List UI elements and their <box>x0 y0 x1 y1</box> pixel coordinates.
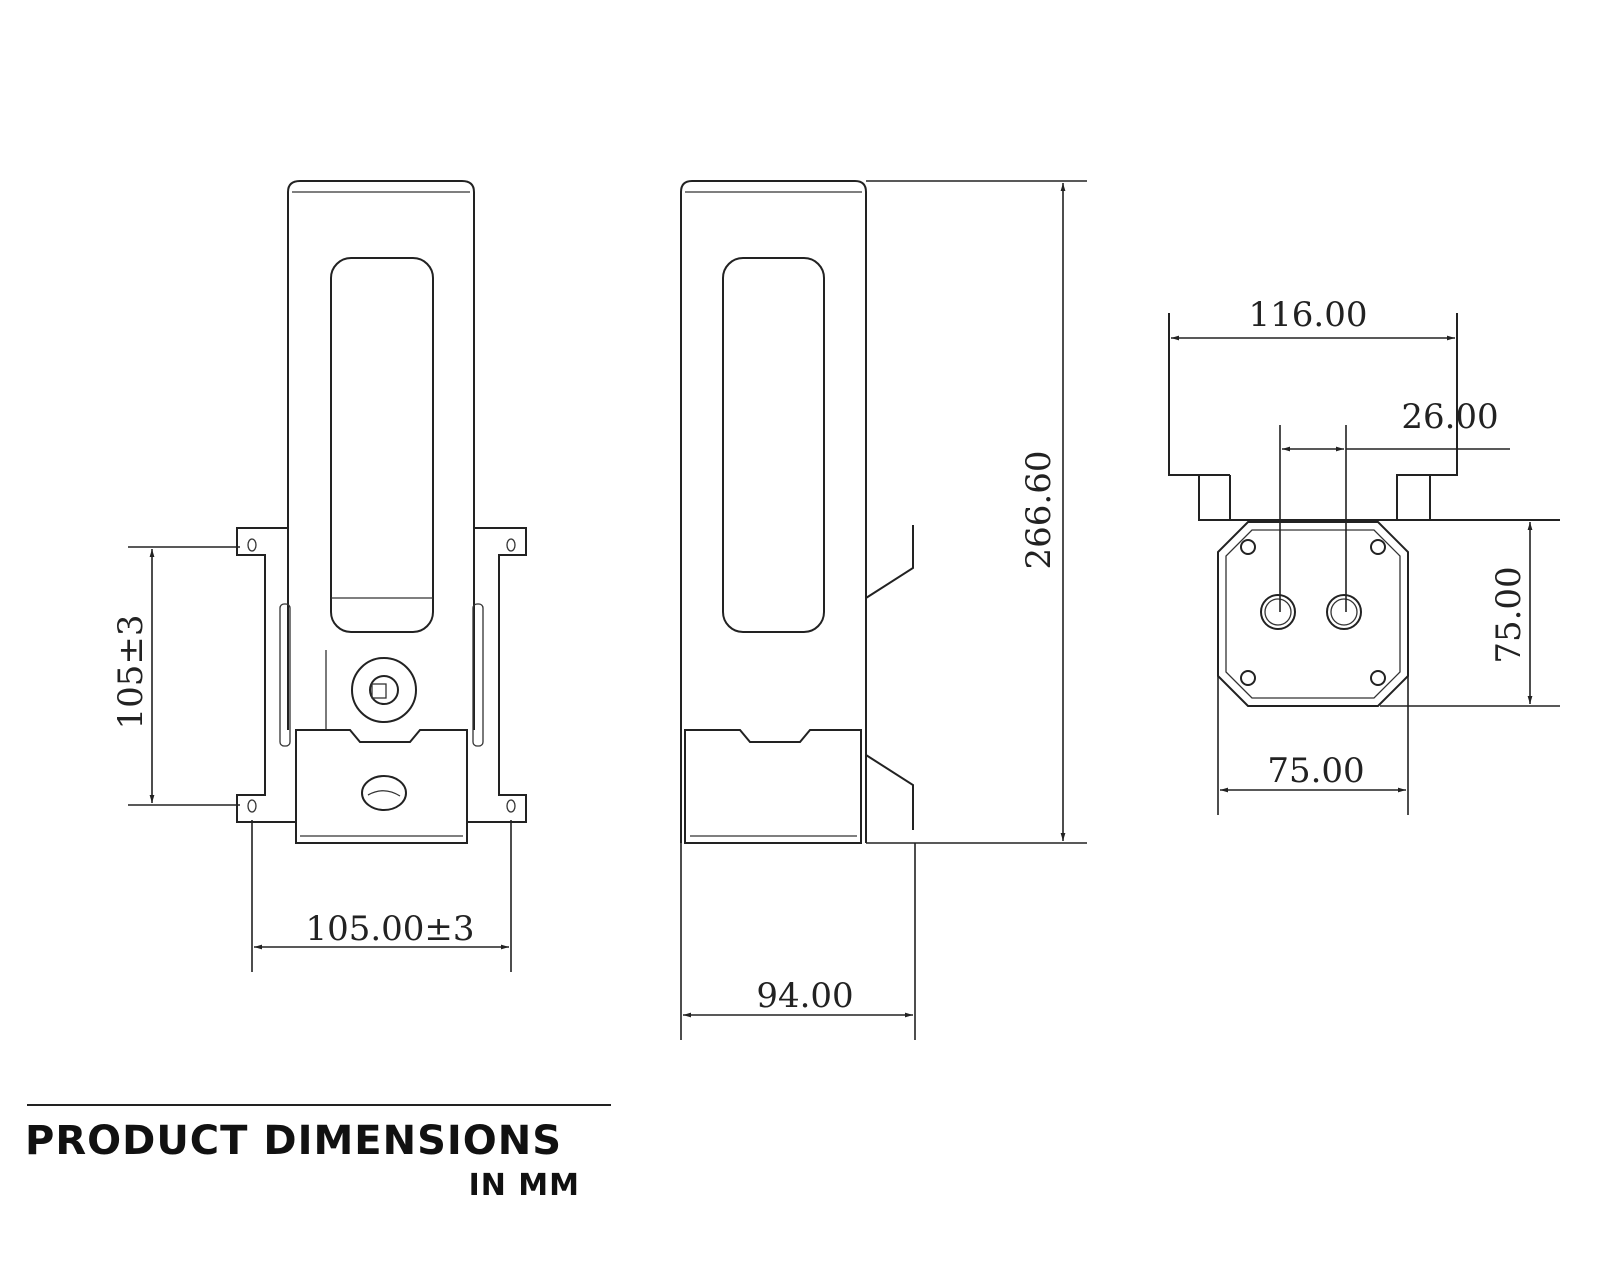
block-height-label: 75.00 <box>1489 566 1529 663</box>
port-spacing-label: 26.00 <box>1401 397 1498 437</box>
top-view: 116.00 26.00 75.00 75.00 <box>1168 295 1560 815</box>
footer-divider <box>27 1104 611 1106</box>
logo-icon <box>361 775 407 811</box>
block-width-label: 75.00 <box>1267 751 1364 791</box>
outlet-port-icon <box>1326 594 1362 630</box>
screw-icon <box>1370 539 1386 555</box>
inlet-port-icon <box>1260 594 1296 630</box>
front-width-label: 105.00±3 <box>305 909 474 949</box>
footer-units: IN MM <box>468 1168 580 1203</box>
screw-icon <box>1370 670 1386 686</box>
side-depth-label: 94.00 <box>756 976 853 1016</box>
port-fitting-icon <box>351 657 417 723</box>
screw-icon <box>1240 539 1256 555</box>
top-width-label: 116.00 <box>1249 295 1368 335</box>
front-view: 105±3 105.00±3 <box>111 180 527 972</box>
screw-icon <box>1240 670 1256 686</box>
front-height-label: 105±3 <box>111 614 151 729</box>
side-view: 266.60 94.00 <box>680 180 1087 1040</box>
side-height-label: 266.60 <box>1019 451 1059 570</box>
footer-title: PRODUCT DIMENSIONS <box>25 1118 563 1164</box>
